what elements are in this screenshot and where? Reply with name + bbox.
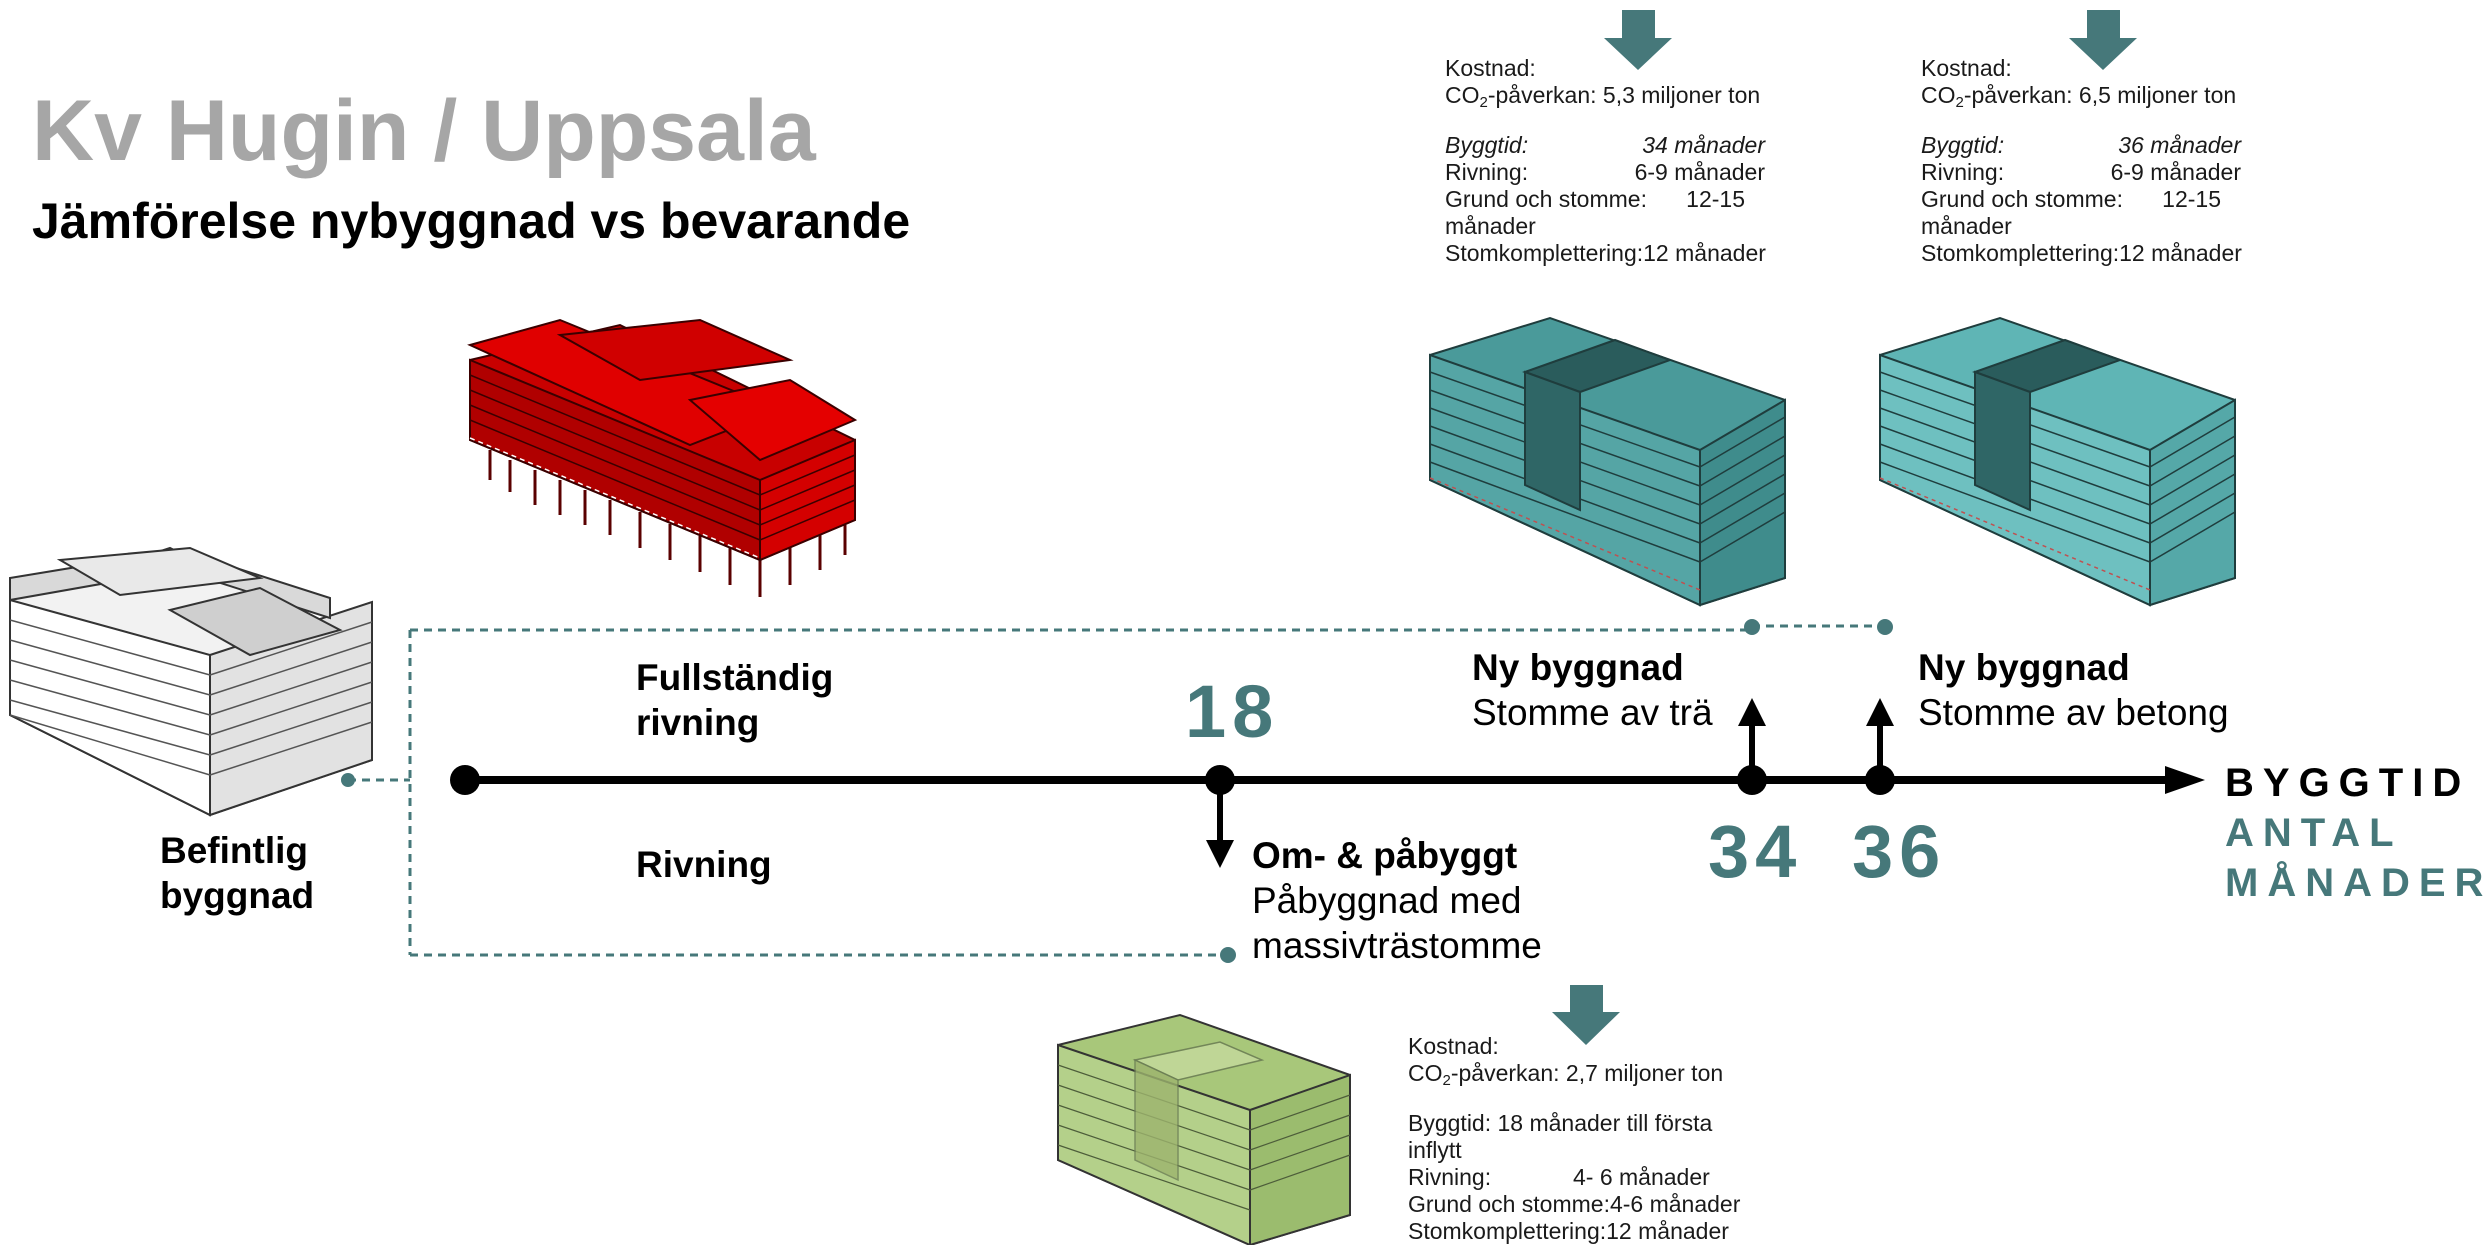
existing-building-label: Befintlig byggnad	[160, 830, 315, 916]
timeline-axis	[450, 698, 2205, 868]
marker-34-label: 34	[1708, 810, 1803, 893]
branch-connectors	[348, 624, 1885, 957]
down-arrow-icons	[1552, 10, 2137, 1045]
extension-building-illustration	[1057, 1013, 1351, 1245]
marker-36-label: 36	[1852, 810, 1947, 893]
extension-option-label: Om- & påbyggt Påbyggnad med massivträsto…	[1252, 835, 1542, 966]
page-subtitle: Jämförelse nybyggnad vs bevarande	[32, 193, 911, 249]
wood-info-block: Kostnad: CO2-påverkan: 5,3 miljoner ton …	[1445, 55, 1766, 266]
concrete-option-label: Ny byggnad Stomme av betong	[1918, 647, 2229, 733]
concrete-building-illustration	[1879, 316, 2236, 607]
concrete-info-block: Kostnad: CO2-påverkan: 6,5 miljoner ton …	[1921, 55, 2242, 266]
extension-info-block: Kostnad: CO2-påverkan: 2,7 miljoner ton …	[1408, 1033, 1741, 1244]
co2-line: CO2-påverkan: 5,3 miljoner ton	[1445, 82, 1761, 111]
branch-demolition-label: Rivning	[636, 844, 772, 885]
wood-building-illustration	[1429, 316, 1786, 607]
branch-full-demolition-label: Fullständig rivning	[636, 657, 834, 743]
co2-line: CO2-påverkan: 2,7 miljoner ton	[1408, 1060, 1724, 1089]
marker-18-label: 18	[1185, 670, 1280, 753]
connector-dots	[341, 619, 1893, 963]
wood-option-label: Ny byggnad Stomme av trä	[1472, 647, 1713, 733]
co2-line: CO2-påverkan: 6,5 miljoner ton	[1921, 82, 2237, 111]
existing-building-illustration	[9, 546, 373, 817]
demolition-new-building-illustration	[467, 318, 858, 597]
axis-title: BYGGTID ANTAL MÅNADER	[2225, 761, 2486, 905]
page-title: Kv Hugin / Uppsala	[32, 83, 816, 179]
